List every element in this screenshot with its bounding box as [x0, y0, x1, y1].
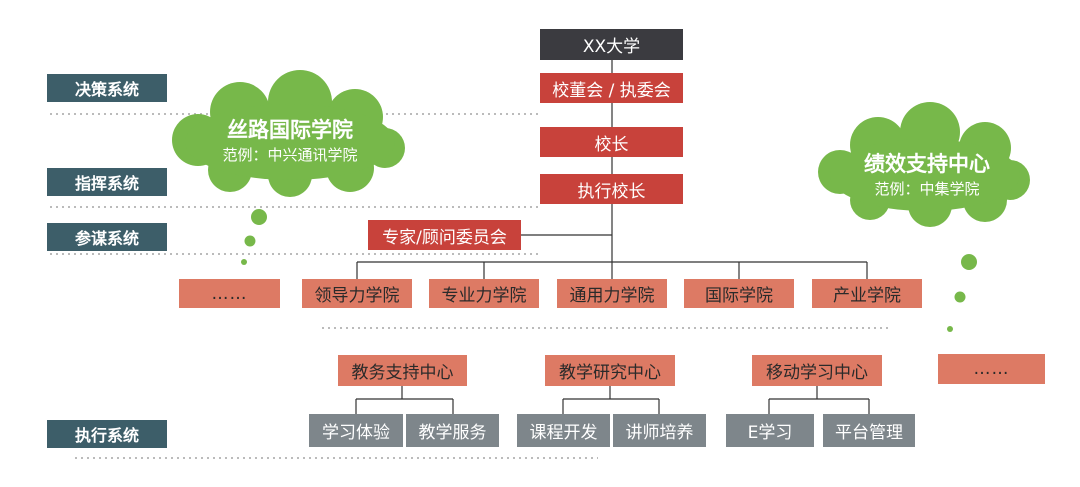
cloud-left: 丝路国际学院 范例：中兴通讯学院 — [190, 116, 390, 166]
node-leaf-3-1: E学习 — [726, 414, 814, 447]
node-leaf-3-2: 平台管理 — [823, 414, 915, 447]
cloud-right-shape — [818, 102, 1030, 227]
node-president: 校长 — [540, 127, 683, 157]
tag-command: 指挥系统 — [47, 168, 167, 196]
node-root: XX大学 — [540, 29, 683, 60]
node-centers-more: …… — [938, 354, 1045, 384]
tag-decision: 决策系统 — [47, 74, 167, 102]
node-college-5: 产业学院 — [812, 279, 922, 308]
node-advisory-committee: 专家/顾问委员会 — [368, 220, 521, 250]
tag-advisory: 参谋系统 — [47, 223, 167, 251]
node-center-2: 教学研究中心 — [545, 355, 675, 386]
cloud-left-shape — [172, 70, 405, 197]
node-college-3: 通用力学院 — [557, 279, 667, 308]
node-center-1: 教务支持中心 — [338, 355, 467, 386]
section-separators — [50, 113, 890, 459]
cloud-left-subtitle: 范例：中兴通讯学院 — [222, 146, 358, 164]
cloud-right-bubbles — [947, 254, 977, 332]
node-leaf-2-2: 讲师培养 — [613, 414, 706, 447]
node-college-2: 专业力学院 — [429, 279, 539, 308]
node-center-3: 移动学习中心 — [752, 355, 882, 386]
node-leaf-1-1: 学习体验 — [309, 414, 403, 447]
connectors — [355, 60, 870, 414]
cloud-right: 绩效支持中心 范例：中集学院 — [832, 150, 1022, 200]
cloud-left-bubbles — [241, 209, 267, 265]
node-colleges-more: …… — [179, 279, 280, 308]
cloud-right-subtitle: 范例：中集学院 — [874, 180, 980, 198]
node-board: 校董会 / 执委会 — [540, 73, 683, 103]
node-college-4: 国际学院 — [684, 279, 794, 308]
node-college-1: 领导力学院 — [302, 279, 412, 308]
cloud-left-title: 丝路国际学院 — [227, 118, 353, 142]
tag-execution: 执行系统 — [47, 420, 167, 448]
node-leaf-2-1: 课程开发 — [517, 414, 610, 447]
node-leaf-1-2: 教学服务 — [406, 414, 499, 447]
cloud-right-title: 绩效支持中心 — [864, 152, 990, 176]
node-executive-president: 执行校长 — [540, 174, 683, 204]
